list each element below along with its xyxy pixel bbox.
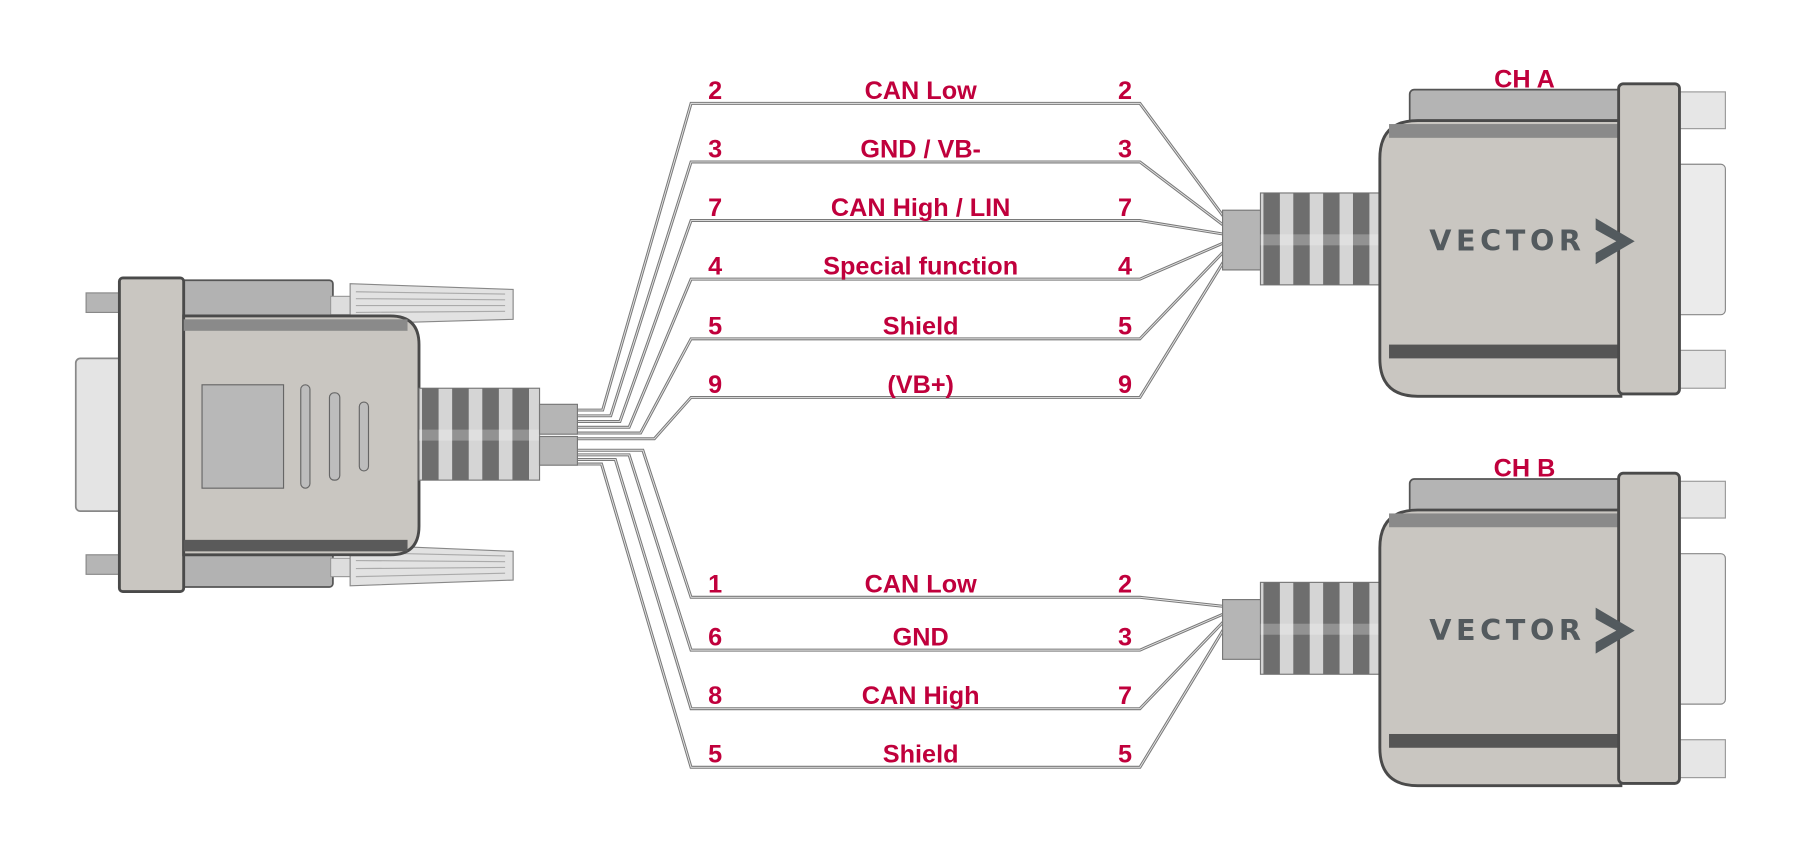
signal-label: GND / VB- <box>860 135 981 163</box>
signal-label: CAN Low <box>865 77 978 105</box>
right-pin-number: 9 <box>1118 371 1132 399</box>
slot <box>328 392 341 481</box>
wire <box>577 258 1227 441</box>
left-pin-number: 9 <box>708 371 722 399</box>
channel-label: CH B <box>1494 455 1556 483</box>
left-dsub-connector <box>74 276 578 593</box>
screw <box>1678 739 1726 779</box>
screw <box>1678 349 1726 389</box>
signal-label: CAN High <box>862 682 980 710</box>
strain-relief-stripe <box>452 388 469 481</box>
screw <box>1678 91 1726 130</box>
vector-logo: VECTOR <box>1429 613 1585 647</box>
wires <box>577 101 1227 769</box>
vector-logo: VECTOR <box>1429 223 1585 257</box>
cable-sleeve <box>1222 209 1265 271</box>
left-pin-number: 6 <box>708 624 722 652</box>
screw-top <box>85 292 122 314</box>
left-pin-number: 4 <box>708 253 722 281</box>
right-pin-number: 7 <box>1118 194 1132 222</box>
cable-sleeve <box>1222 599 1265 660</box>
left-pin-number: 7 <box>708 194 722 222</box>
strain-relief-stripe <box>482 388 499 481</box>
d-shell-front <box>74 357 125 513</box>
vector-chevron-icon <box>1595 607 1635 654</box>
strain-relief <box>418 387 541 481</box>
screw <box>1678 480 1726 519</box>
wire <box>577 462 1227 769</box>
left-pin-number: 1 <box>708 571 722 599</box>
screw-bottom <box>85 554 122 575</box>
signal-label: CAN High / LIN <box>831 194 1010 222</box>
right-pin-number: 2 <box>1118 571 1132 599</box>
signal-label: GND <box>893 624 949 652</box>
right-pin-number: 5 <box>1118 741 1132 769</box>
strain-relief-stripe <box>1263 582 1280 675</box>
d-shell-front <box>1675 553 1726 705</box>
d-shell-front <box>1675 163 1726 316</box>
signal-label: Special function <box>823 253 1018 281</box>
slot <box>300 384 311 489</box>
left-pin-number: 8 <box>708 682 722 710</box>
strain-relief-stripe <box>1352 192 1370 285</box>
signal-label: CAN Low <box>865 571 978 599</box>
slot <box>358 401 370 472</box>
label-area <box>201 384 285 489</box>
strain-relief-stripe <box>1293 582 1310 675</box>
jack-screw-top <box>349 283 514 325</box>
strain-relief-stripe <box>1263 192 1280 285</box>
strain-relief-stripe <box>1293 192 1310 285</box>
left-pin-number: 5 <box>708 312 722 340</box>
top-bar <box>1408 88 1623 125</box>
signal-label: Shield <box>883 312 959 340</box>
vector-chevron-icon <box>1595 218 1635 265</box>
right-pin-number: 4 <box>1118 253 1132 281</box>
strain-relief-stripe <box>1323 192 1340 285</box>
cable-sleeve <box>538 435 578 466</box>
signal-label: (VB+) <box>887 371 954 399</box>
top-bar <box>1408 478 1623 515</box>
left-pin-number: 3 <box>708 135 722 163</box>
channel-connector-b: VECTOR CH B <box>1222 455 1726 788</box>
wire <box>577 453 1226 652</box>
channel-label: CH A <box>1494 65 1555 93</box>
top-bar <box>180 279 334 318</box>
cable-sleeve <box>538 403 578 435</box>
strain-relief-stripe <box>1323 582 1340 675</box>
right-pin-number: 5 <box>1118 312 1132 340</box>
channel-connector-a: VECTOR CH A <box>1222 65 1726 398</box>
right-pin-number: 3 <box>1118 135 1132 163</box>
right-pin-number: 7 <box>1118 682 1132 710</box>
mounting-plate <box>117 276 186 593</box>
left-pin-number: 2 <box>708 77 722 105</box>
strain-relief-stripe <box>422 388 439 481</box>
left-pin-number: 5 <box>708 741 722 769</box>
right-pin-number: 3 <box>1118 624 1132 652</box>
signal-label: Shield <box>883 741 959 769</box>
strain-relief-stripe <box>512 388 529 481</box>
right-pin-number: 2 <box>1118 77 1132 105</box>
strain-relief-stripe <box>1352 582 1370 675</box>
